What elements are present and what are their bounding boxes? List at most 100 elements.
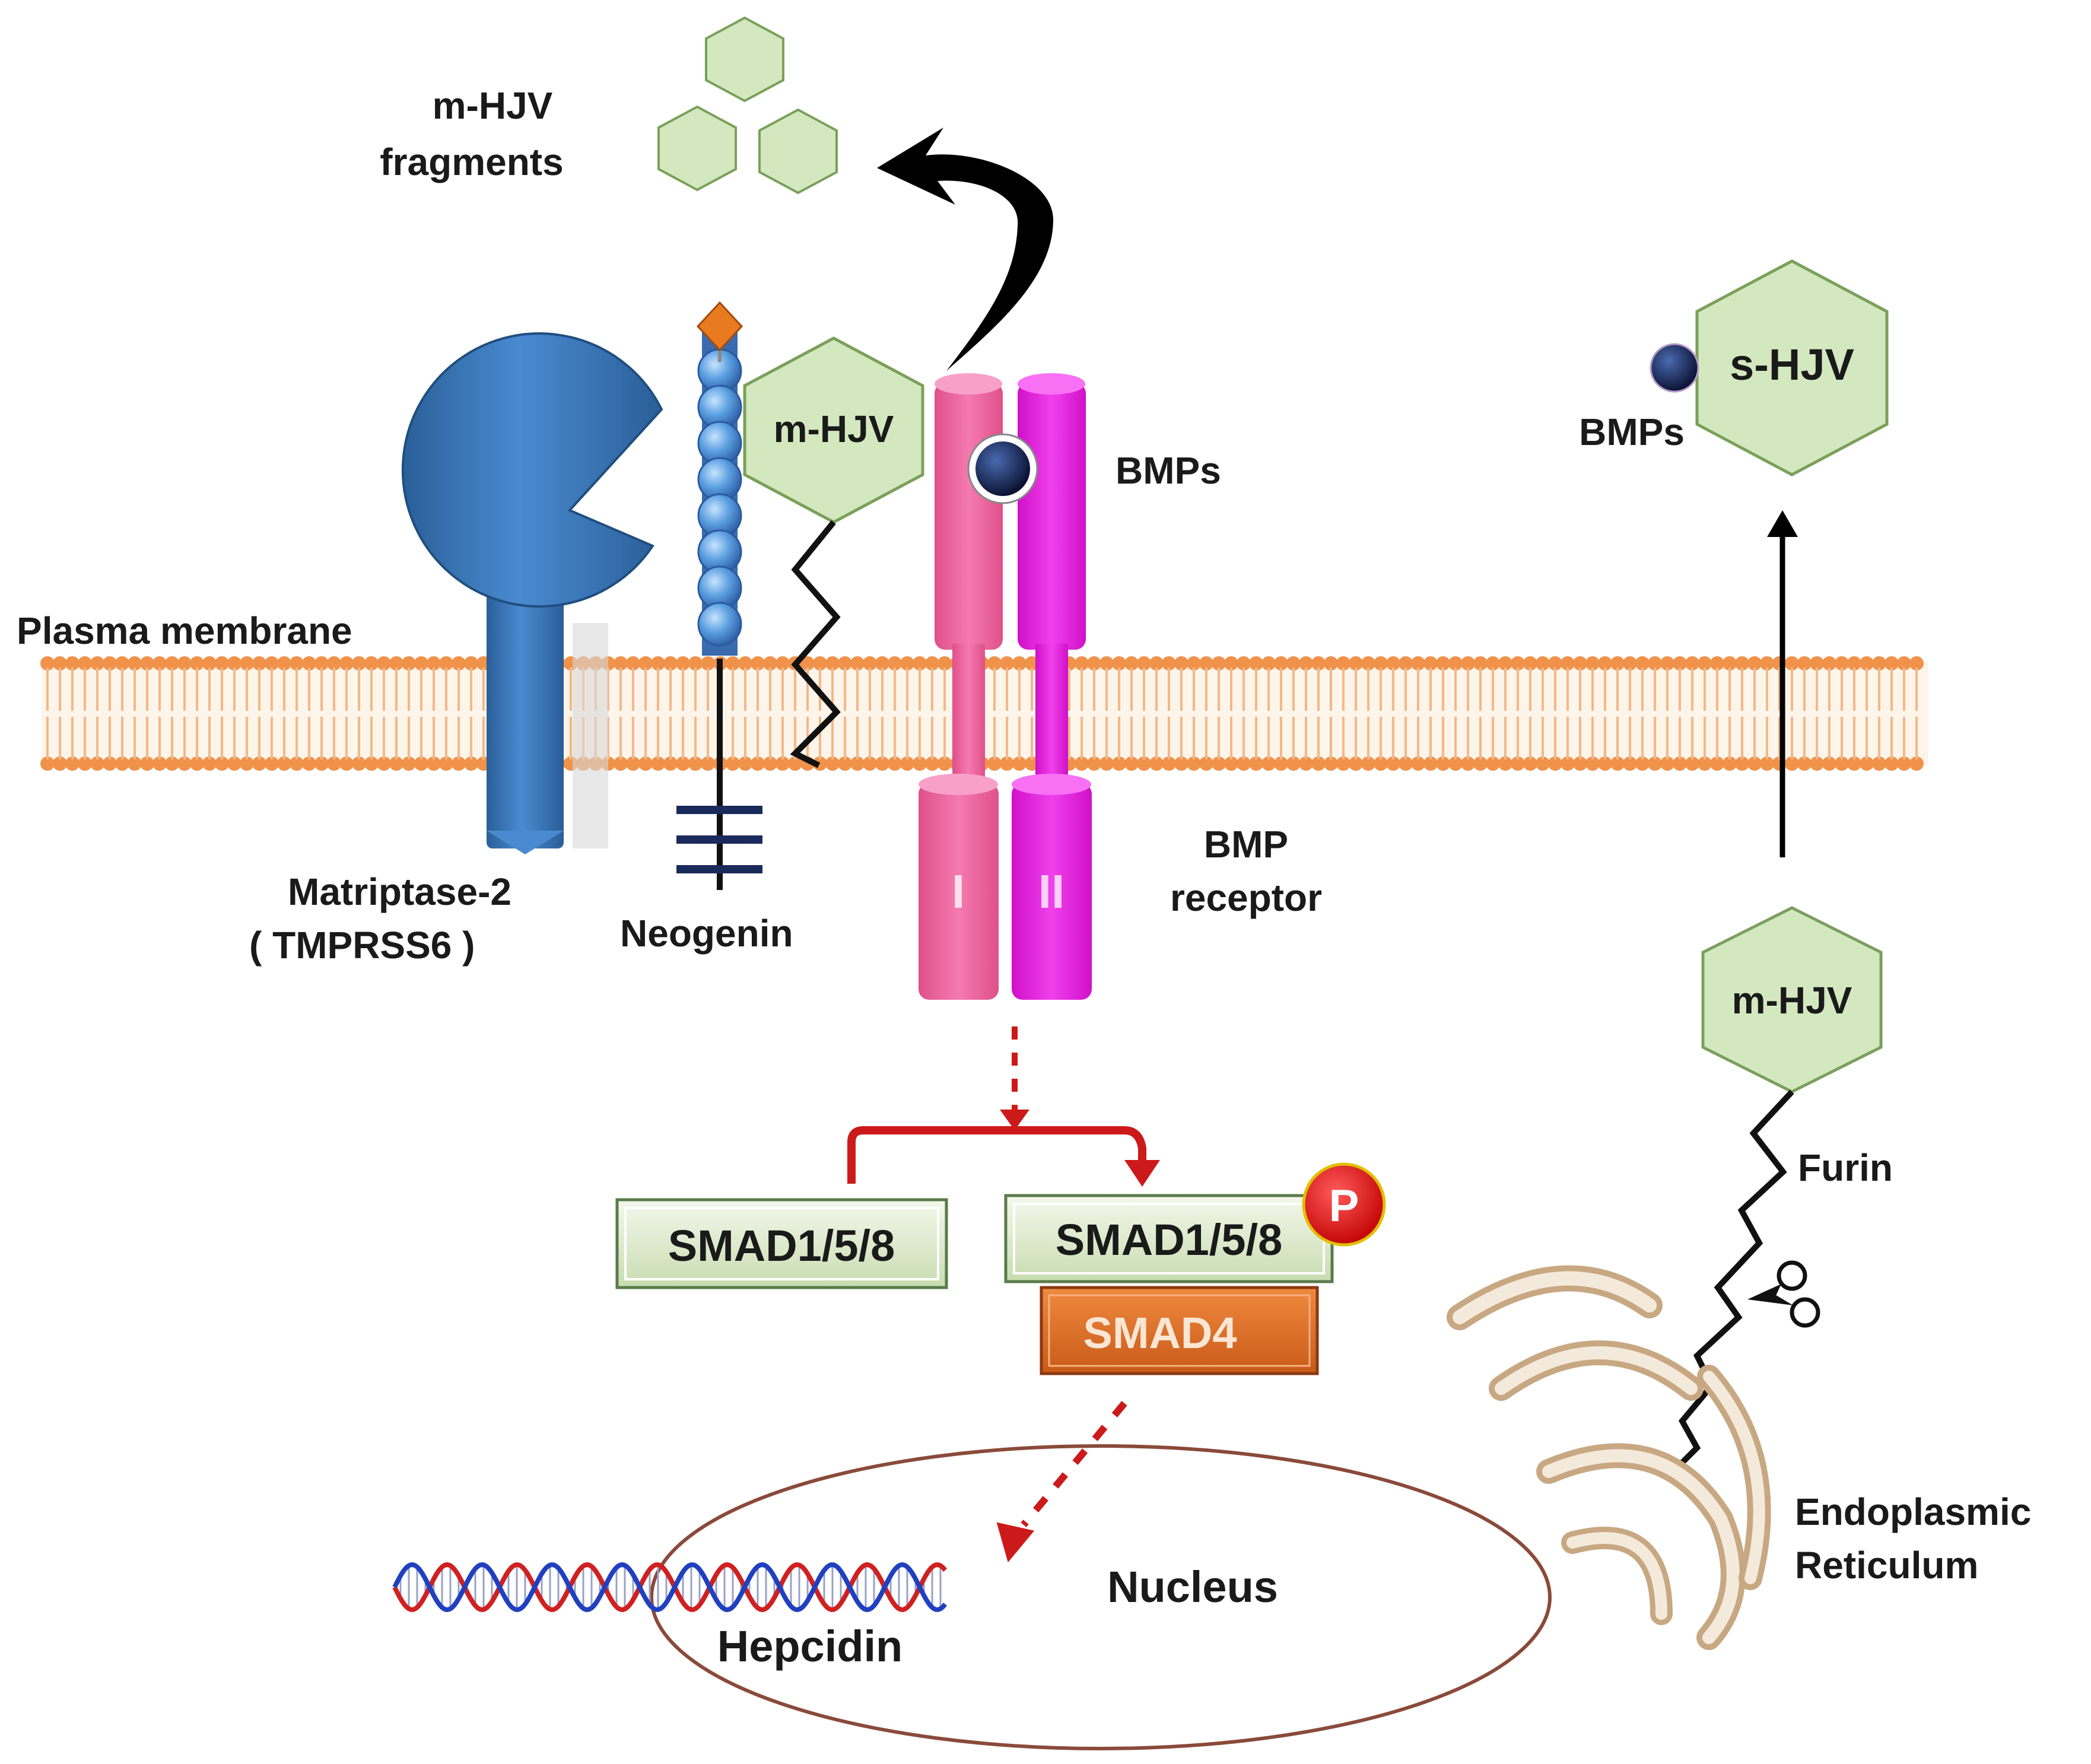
smad-phosphorylated: SMAD1/5/8 P bbox=[1004, 1162, 1386, 1283]
dna-strand bbox=[392, 1562, 948, 1613]
lipid-head bbox=[1847, 656, 1861, 670]
lipid-head bbox=[1885, 757, 1899, 771]
lipid-head bbox=[1872, 757, 1886, 771]
lipid-head bbox=[738, 656, 752, 670]
lipid-head bbox=[1698, 757, 1712, 771]
lipid-head bbox=[925, 757, 939, 771]
lipid-head bbox=[676, 757, 690, 771]
smad4: SMAD4 bbox=[1040, 1286, 1319, 1375]
lipid-head bbox=[140, 757, 154, 771]
lipid-head bbox=[1536, 757, 1550, 771]
lipid-head bbox=[1648, 757, 1662, 771]
dna-strand bbox=[392, 1562, 948, 1613]
bmp-receptor-label-line2: receptor bbox=[1170, 876, 1322, 919]
lipid-head bbox=[1785, 656, 1799, 670]
lipid-head bbox=[202, 757, 217, 771]
lipid-head bbox=[1361, 757, 1375, 771]
matriptase-2-protein bbox=[401, 332, 663, 854]
neogenin-label: Neogenin bbox=[620, 912, 793, 955]
lipid-head bbox=[1361, 656, 1375, 670]
lipid-head bbox=[1124, 757, 1139, 771]
lipid-head bbox=[252, 656, 266, 670]
lipid-head bbox=[402, 757, 416, 771]
lipid-head bbox=[1212, 757, 1226, 771]
lipid-head bbox=[1735, 757, 1749, 771]
lipid-head bbox=[1747, 757, 1762, 771]
lipid-head bbox=[863, 757, 877, 771]
lipid-head bbox=[65, 757, 80, 771]
mhjv-fragments-label-line1: m-HJV bbox=[433, 84, 553, 127]
lipid-head bbox=[1324, 656, 1338, 670]
lipid-head bbox=[1635, 656, 1650, 670]
lipid-head bbox=[776, 757, 790, 771]
lipid-head bbox=[1573, 656, 1587, 670]
lipid-head bbox=[152, 656, 167, 670]
receptor-type1-label: I bbox=[952, 865, 965, 918]
lipid-head bbox=[1498, 757, 1512, 771]
lipid-head bbox=[1286, 656, 1301, 670]
lipid-head bbox=[875, 757, 889, 771]
lipid-head bbox=[1909, 757, 1924, 771]
lipid-head bbox=[1448, 656, 1463, 670]
lipid-head bbox=[165, 757, 179, 771]
lipid-head bbox=[1199, 757, 1213, 771]
lipid-head bbox=[1461, 656, 1475, 670]
lipid-head bbox=[726, 757, 740, 771]
lipid-head bbox=[364, 656, 379, 670]
lipid-head bbox=[190, 656, 204, 670]
lipid-head bbox=[1411, 656, 1425, 670]
lipid-head bbox=[128, 656, 142, 670]
lipid-head bbox=[290, 656, 304, 670]
lipid-head bbox=[1174, 656, 1188, 670]
lipid-head bbox=[1075, 656, 1089, 670]
lipid-head bbox=[389, 656, 403, 670]
lipid-head bbox=[1324, 757, 1338, 771]
lipid-head bbox=[1536, 656, 1550, 670]
lipid-head bbox=[1710, 656, 1724, 670]
lipid-head bbox=[825, 757, 840, 771]
lipid-head bbox=[1249, 757, 1263, 771]
lipid-head bbox=[402, 656, 416, 670]
smad-phos-label: SMAD1/5/8 bbox=[1056, 1215, 1282, 1264]
lipid-head bbox=[40, 757, 55, 771]
lipid-head bbox=[776, 656, 790, 670]
lipid-head bbox=[701, 656, 715, 670]
phosphate-label: P bbox=[1329, 1181, 1359, 1231]
lipid-head bbox=[1087, 656, 1101, 670]
lipid-head bbox=[1299, 757, 1313, 771]
lipid-head bbox=[277, 757, 291, 771]
furin-label: Furin bbox=[1798, 1146, 1893, 1189]
lipid-head bbox=[1548, 757, 1562, 771]
lipid-head bbox=[626, 757, 640, 771]
lipid-head bbox=[1860, 656, 1874, 670]
lipid-head bbox=[1374, 757, 1388, 771]
lipid-head bbox=[1436, 656, 1450, 670]
lipid-head bbox=[1261, 757, 1276, 771]
lipid-head bbox=[738, 757, 752, 771]
lipid-head bbox=[1585, 656, 1600, 670]
lipid-head bbox=[1797, 757, 1812, 771]
lipid-head bbox=[1561, 757, 1575, 771]
lipid-head bbox=[987, 757, 1002, 771]
lipid-head bbox=[339, 757, 354, 771]
lipid-head bbox=[1785, 757, 1799, 771]
lipid-head bbox=[1237, 656, 1251, 670]
lipid-head bbox=[1822, 656, 1836, 670]
lipid-head bbox=[177, 757, 192, 771]
lipid-head bbox=[352, 757, 366, 771]
lipid-head bbox=[1660, 656, 1674, 670]
lipid-head bbox=[1797, 656, 1812, 670]
lipid-head bbox=[165, 656, 179, 670]
receptor-type2-label: II bbox=[1038, 865, 1064, 918]
mhjv-er-label: m-HJV bbox=[1732, 979, 1852, 1022]
lipid-head bbox=[663, 656, 678, 670]
lipid-head bbox=[1461, 757, 1475, 771]
lipid-head bbox=[302, 656, 316, 670]
lipid-head bbox=[1623, 656, 1637, 670]
lipid-head bbox=[1498, 656, 1512, 670]
lipid-head bbox=[1511, 757, 1525, 771]
lipid-head bbox=[1112, 757, 1126, 771]
lipid-head bbox=[352, 656, 366, 670]
nucleus-label: Nucleus bbox=[1107, 1562, 1278, 1612]
lipid-head bbox=[115, 656, 129, 670]
